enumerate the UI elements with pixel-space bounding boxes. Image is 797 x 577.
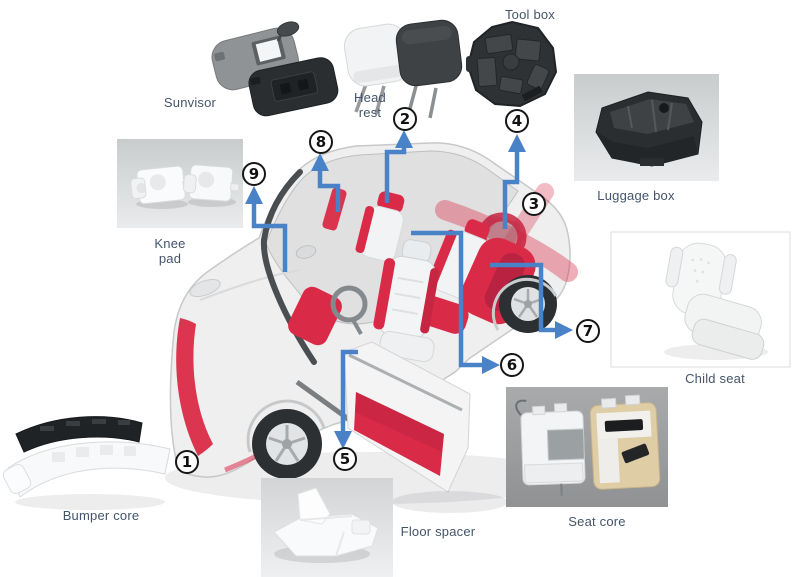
arrowhead-5 [334,431,352,449]
label-floor-spacer: Floor spacer [400,524,476,539]
label-child-seat: Child seat [685,371,745,386]
label-tool-box: Tool box [504,7,556,22]
arrowhead-9 [245,186,263,204]
toolbox-photo [466,20,558,108]
label-bumper-core: Bumper core [62,508,140,523]
front-bumper-red-stripe [176,318,213,456]
steering-wheel [330,285,368,335]
label-sunvisor: Sunvisor [163,95,217,110]
callout-number-1: 1 [175,450,199,474]
headlight [189,278,221,298]
connector-6 [411,230,484,368]
connector-5 [340,349,358,433]
bumper-core-photo [2,416,171,510]
callout-number-2: 2 [393,107,417,131]
connector-8 [317,169,341,212]
pillar-red-trim [322,187,347,231]
arrowhead-2 [395,130,413,148]
label-luggage-box: Luggage box [597,188,675,203]
visor-clip [276,21,300,37]
floor-spacer-photo [261,478,393,577]
callout-number-3: 3 [522,192,546,216]
callout-number-6: 6 [500,353,524,377]
label-head-rest: Head rest [354,90,386,120]
headrest-photo [343,19,463,119]
label-seat-core: Seat core [568,514,626,529]
sunvisor-photo [211,21,339,117]
seat-core-photo [506,387,668,507]
label-knee-pad: Knee pad [154,236,186,266]
wing-mirror [295,245,317,259]
callout-number-8: 8 [309,130,333,154]
open-door [343,341,471,493]
callout-number-4: 4 [505,109,529,133]
arrowhead-7 [555,321,573,339]
callout-number-5: 5 [333,447,357,471]
hood-crease [199,269,301,301]
callout-number-7: 7 [576,319,600,343]
door-shadow [392,491,508,513]
front-wheel [246,399,326,479]
dashboard-red-pad [288,286,342,346]
connector-2 [384,146,407,203]
child-seat-photo [610,231,791,368]
connector-4 [502,150,520,229]
callout-arrowheads [245,130,573,449]
connector-9 [251,202,288,272]
luggage-box-photo [574,74,719,181]
arrowhead-6 [482,356,500,374]
arrowhead-4 [508,134,526,152]
callout-number-9: 9 [242,162,266,186]
arrowhead-8 [311,153,329,171]
callout-connectors [251,146,557,433]
kneepad-photo [117,139,243,228]
connector-7 [490,262,557,333]
